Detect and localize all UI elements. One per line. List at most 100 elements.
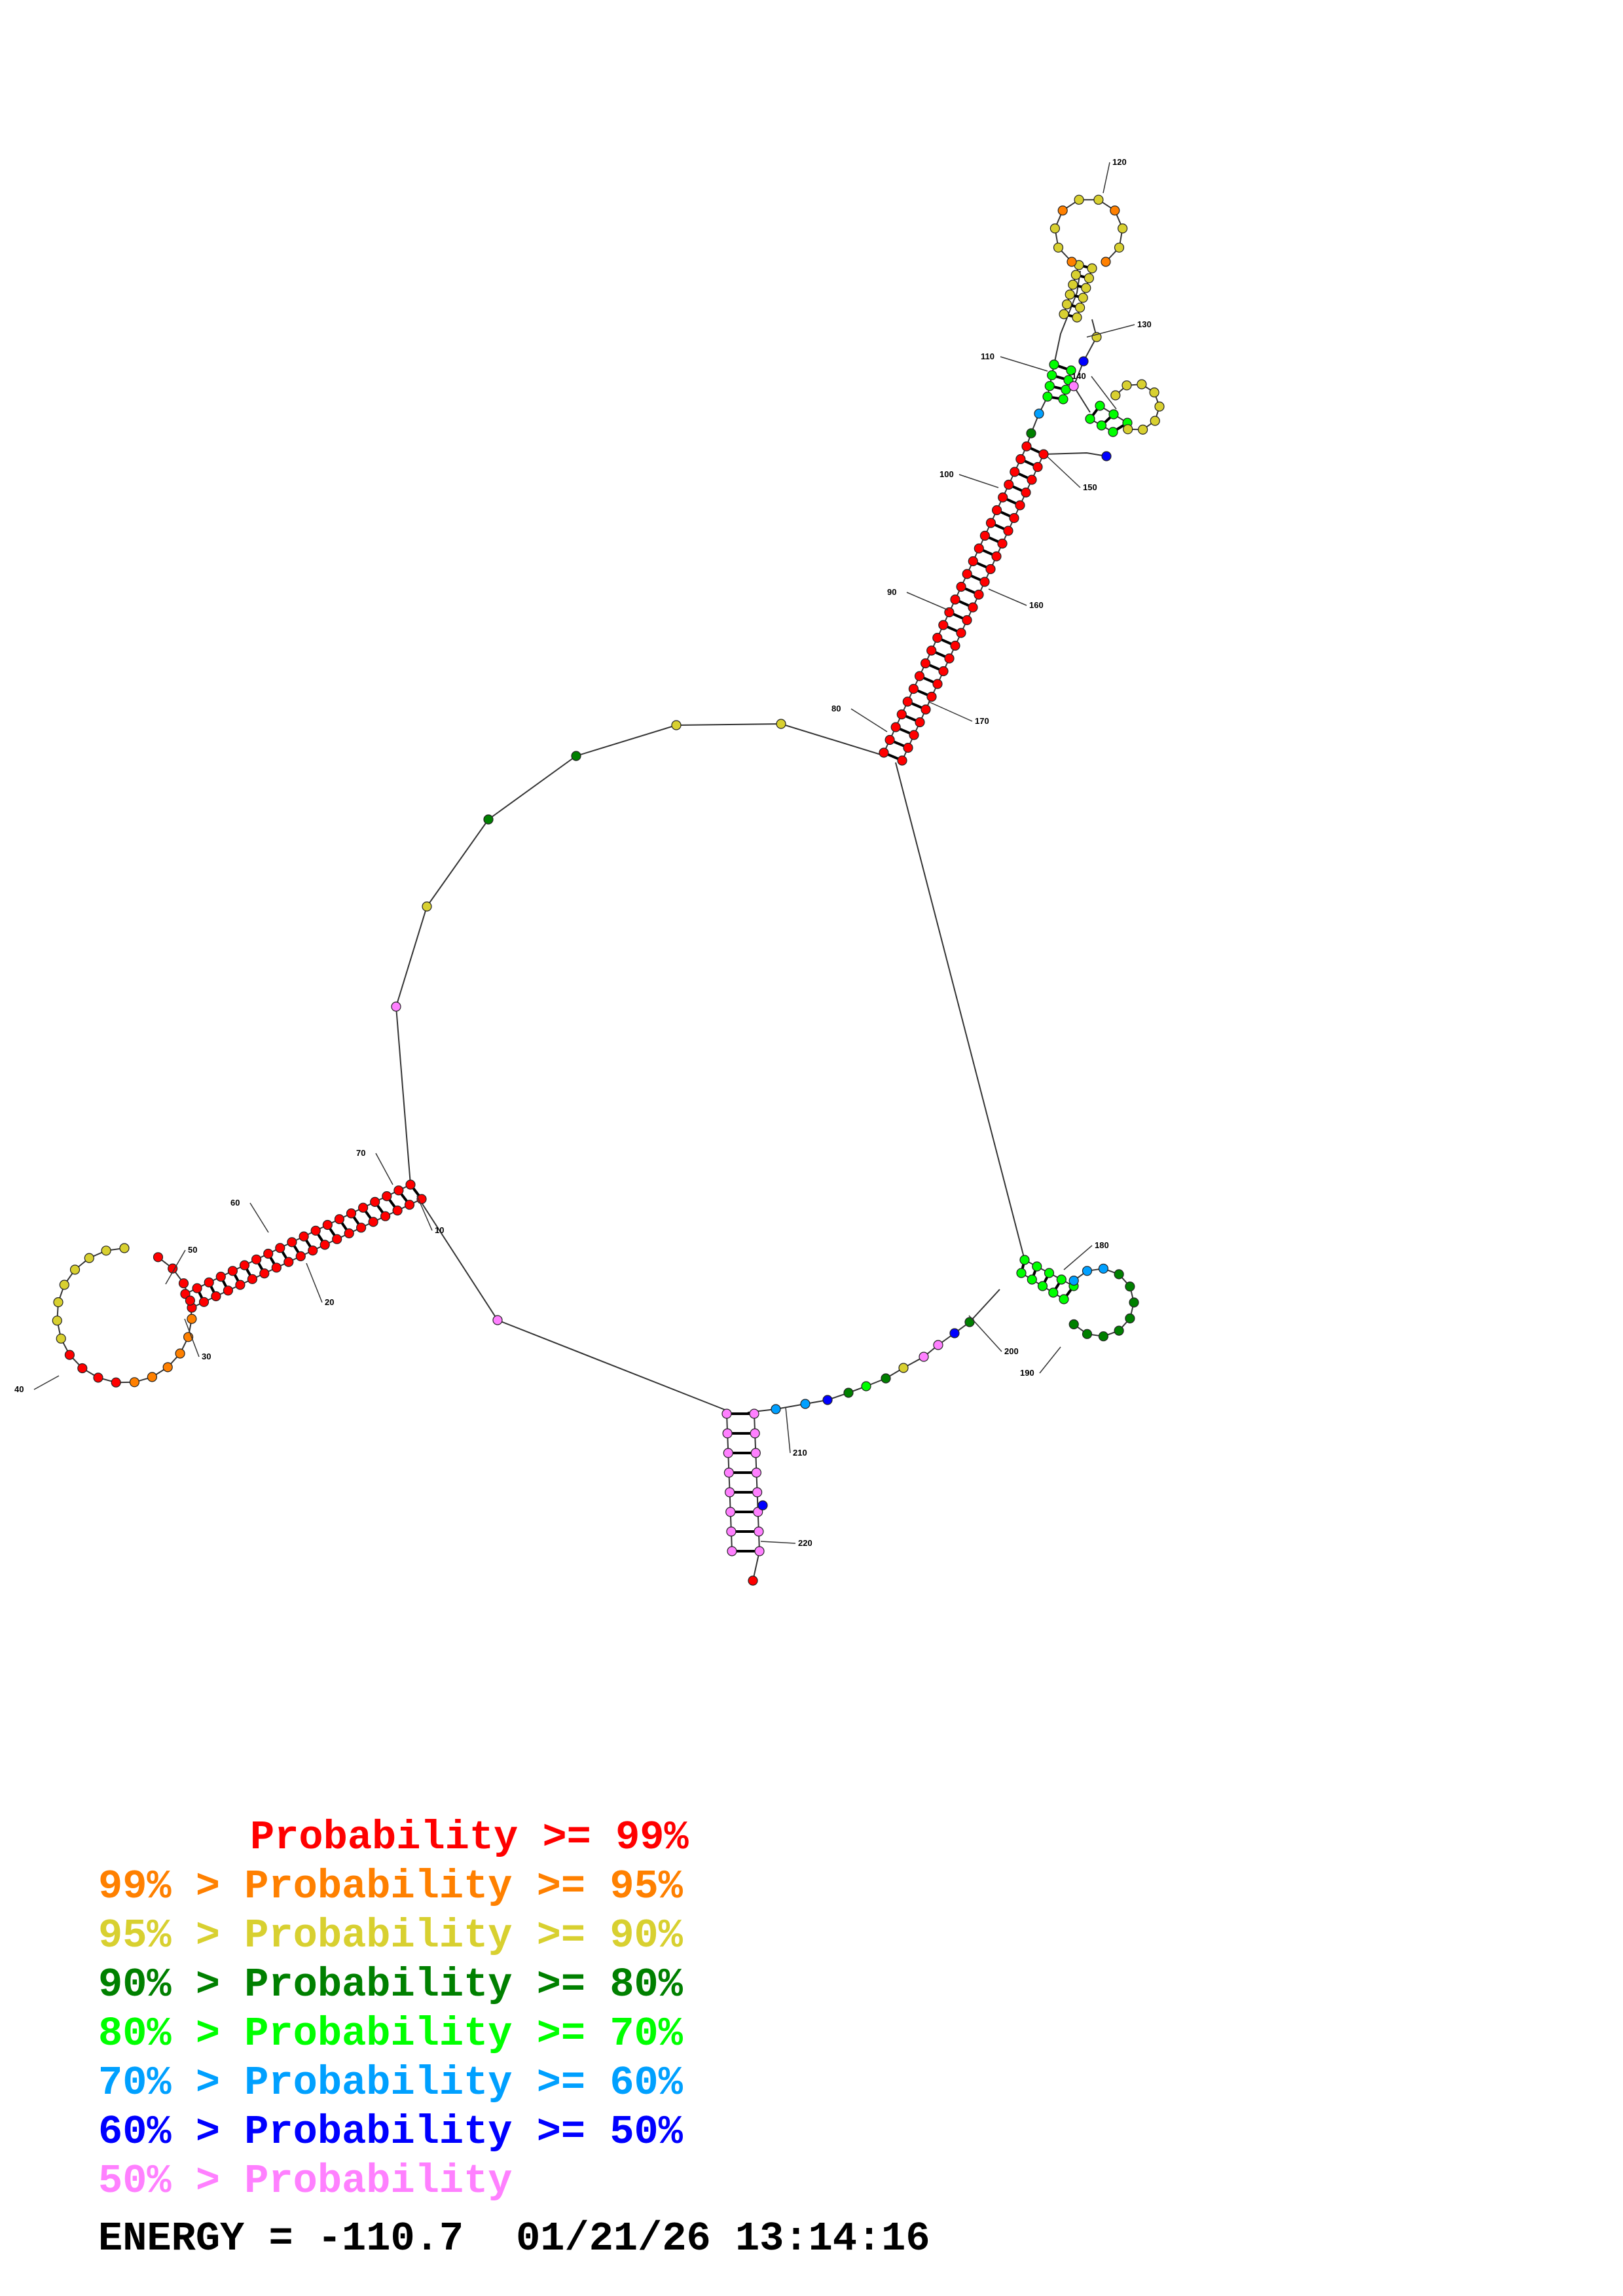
base-pair — [935, 651, 946, 658]
legend-row-80: 90% > Probability >= 80% — [98, 1960, 689, 2009]
position-label: 30 — [202, 1352, 211, 1361]
nucleotide — [727, 1546, 737, 1556]
nucleotide — [251, 1254, 262, 1265]
nucleotide — [319, 1240, 330, 1250]
position-tick — [375, 1153, 393, 1185]
nucleotide — [964, 1317, 975, 1327]
base-pair — [221, 1280, 227, 1287]
nucleotide — [944, 653, 955, 664]
nucleotide — [962, 569, 972, 579]
nucleotide — [879, 747, 889, 758]
nucleotide — [227, 1266, 238, 1276]
nucleotide — [405, 1179, 416, 1190]
nucleotide — [1082, 1329, 1093, 1339]
nucleotide — [93, 1372, 103, 1383]
legend-label: Probability >= 95% — [244, 1863, 683, 1910]
nucleotide — [1049, 223, 1061, 234]
nucleotide — [187, 1314, 197, 1324]
nucleotide — [1098, 1331, 1109, 1342]
nucleotide — [1021, 441, 1032, 452]
nucleotide — [950, 640, 960, 651]
base-pair — [1053, 386, 1062, 390]
position-tick — [988, 588, 1027, 606]
nucleotide — [1068, 381, 1079, 391]
base-pair — [958, 600, 970, 607]
position-tick — [785, 1407, 791, 1454]
position-tick — [906, 592, 949, 611]
nucleotide — [1058, 394, 1068, 404]
nucleotide — [322, 1219, 333, 1230]
backbone-segment — [1043, 452, 1107, 457]
nucleotide — [391, 1001, 401, 1012]
nucleotide — [1149, 387, 1159, 398]
nucleotide — [754, 1526, 764, 1537]
nucleotide — [1101, 257, 1111, 267]
nucleotide — [1081, 283, 1091, 293]
nucleotide — [1049, 359, 1059, 370]
position-label: 220 — [798, 1538, 812, 1548]
nucleotide — [1093, 194, 1104, 205]
nucleotide — [1074, 302, 1085, 313]
position-tick — [968, 1315, 1002, 1352]
nucleotide — [1137, 379, 1147, 389]
base-pair — [1030, 447, 1040, 454]
position-label: 50 — [188, 1245, 197, 1255]
nucleotide — [1019, 1255, 1030, 1265]
nucleotide — [64, 1350, 75, 1360]
position-label: 180 — [1095, 1240, 1109, 1250]
nucleotide — [776, 719, 786, 729]
nucleotide — [752, 1487, 763, 1498]
position-label: 70 — [356, 1148, 365, 1158]
nucleotide — [974, 543, 984, 554]
nucleotide — [962, 615, 972, 626]
nucleotide — [1070, 270, 1082, 280]
nucleotide — [1021, 487, 1031, 498]
nucleotide — [235, 1280, 246, 1290]
nucleotide — [721, 1408, 732, 1419]
position-tick — [850, 708, 888, 732]
nucleotide — [111, 1377, 121, 1388]
nucleotide — [896, 709, 907, 720]
base-pair — [899, 727, 911, 735]
nucleotide — [1053, 242, 1064, 253]
legend-prefix: 60% > — [98, 2109, 245, 2155]
base-pair — [246, 1268, 251, 1276]
position-tick — [1039, 1346, 1061, 1374]
nucleotide — [890, 722, 901, 732]
base-pair — [400, 1193, 408, 1202]
nucleotide — [1084, 273, 1095, 283]
nucleotide — [985, 564, 996, 575]
legend-row-50: 60% > Probability >= 50% — [98, 2108, 689, 2157]
base-pair — [911, 702, 922, 709]
nucleotide — [275, 1243, 285, 1253]
base-pair — [941, 638, 952, 645]
base-pair — [1070, 304, 1076, 308]
base-pair — [1021, 1264, 1025, 1269]
base-pair — [917, 689, 928, 696]
nucleotide — [933, 1340, 943, 1350]
position-label: 60 — [230, 1198, 240, 1208]
position-label: 20 — [325, 1297, 334, 1307]
nucleotide — [310, 1225, 321, 1236]
timestamp: 01/21/26 13:14:16 — [516, 2215, 930, 2262]
nucleotide — [898, 1363, 909, 1373]
backbone-segment — [395, 723, 886, 1185]
legend-label: Probability >= 80% — [244, 1962, 683, 2008]
position-tick — [416, 1195, 433, 1231]
nucleotide — [239, 1260, 250, 1270]
nucleotide — [1016, 1268, 1027, 1278]
base-pair — [376, 1204, 384, 1213]
nucleotide — [909, 730, 919, 740]
base-pair — [293, 1245, 300, 1253]
nucleotide — [1087, 263, 1097, 274]
nucleotide — [1048, 1287, 1059, 1298]
nucleotide — [748, 1575, 758, 1586]
nucleotide — [223, 1285, 233, 1296]
nucleotide — [1068, 1275, 1079, 1286]
nucleotide — [483, 814, 494, 825]
nucleotide — [1044, 1268, 1055, 1278]
base-pair — [305, 1239, 312, 1247]
base-pair — [970, 575, 981, 581]
nucleotide — [843, 1388, 854, 1398]
nucleotide — [370, 1196, 380, 1208]
